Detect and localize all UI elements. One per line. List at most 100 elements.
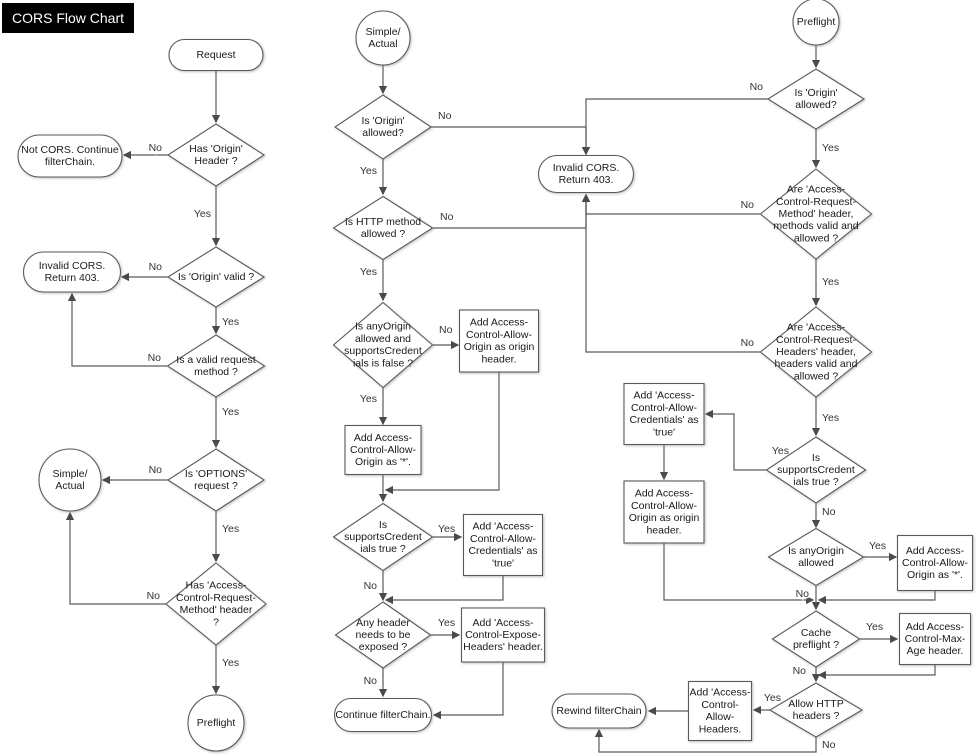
is-anyorigin-and-supportscred-false-decision-shape	[332, 301, 434, 389]
edge-acrm-header-no	[65, 511, 166, 605]
node-label-add-acac-true-right: Add 'Access-Control-Allow-Credentials' a…	[629, 390, 698, 439]
node-label-add-acao-star-mid: Add Access-Control-Allow-Origin as '*'.	[350, 432, 416, 468]
node-label-is-origin-allowed-mid: Is 'Origin'allowed?	[361, 115, 404, 139]
node-invalid-cors-return-403-mid: Invalid CORS.Return 403.	[537, 154, 635, 194]
node-acrm-valid-allowed: Are 'Access-Control-Request-Method' head…	[759, 168, 873, 260]
node-add-acac-true-right: Add 'Access-Control-Allow-Credentials' a…	[623, 382, 705, 446]
edge-supportscred-right-yes	[704, 409, 766, 471]
is-anyorigin-allowed-decision-shape	[767, 527, 865, 587]
node-label-add-expose-headers: Add 'Access-Control-Expose-Headers' head…	[463, 617, 543, 653]
preflight-right-circle-shape	[792, 0, 840, 46]
node-label-has-origin-header: Has 'Origin'Header ?	[189, 143, 243, 167]
edge-label-anyorigin-false-no: No	[439, 324, 453, 336]
edge-label-allow-headers-yes: Yes	[764, 692, 781, 704]
node-is-origin-allowed-right: Is 'Origin'allowed?	[766, 68, 866, 130]
node-is-options-request: Is 'OPTIONS'request ?	[166, 448, 266, 512]
node-label-add-acac-true-mid: Add 'Access-Control-Allow-Credentials' a…	[468, 521, 537, 570]
edge-label-anyorigin-false-yes: Yes	[360, 393, 377, 405]
edge-label-valid-method-yes: Yes	[222, 406, 239, 418]
node-label-simple-actual-left: Simple/Actual	[52, 468, 87, 492]
edge-right-origin-no	[581, 98, 768, 156]
add-acao-origin-right-box-shape	[623, 480, 705, 544]
edge-label-expose-yes: Yes	[438, 617, 455, 629]
add-acac-true-mid-box-shape	[462, 513, 544, 577]
continue-filterchain-terminator-shape	[333, 697, 433, 733]
node-add-acao-origin-right: Add Access-Control-Allow-Origin as origi…	[623, 480, 705, 544]
node-label-add-acao-star-right: Add Access-Control-Allow-Origin as '*'.	[902, 545, 968, 581]
edge-acrh-valid-no	[581, 193, 760, 353]
edge-allow-headers-no	[594, 728, 817, 753]
edge-acao-origin-merge-mid	[384, 372, 500, 495]
node-invalid-cors-return-403-left: Invalid CORS.Return 403.	[22, 251, 122, 293]
node-is-origin-valid: Is 'Origin' valid ?	[166, 246, 266, 308]
edge-label-http-method-no: No	[440, 211, 454, 223]
allow-http-headers-decision-shape	[768, 682, 864, 738]
invalid-cors-return-403-left-terminator-shape	[22, 251, 122, 293]
edge-label-anyorigin-no: No	[796, 588, 810, 600]
node-label-is-origin-allowed-right: Is 'Origin'allowed?	[794, 87, 837, 111]
chart-title: CORS Flow Chart	[2, 3, 135, 33]
add-expose-headers-box-shape	[460, 607, 546, 663]
node-label-invalid-cors-return-403-left: Invalid CORS.Return 403.	[39, 260, 106, 284]
edge-label-valid-method-no: No	[148, 352, 162, 364]
add-acao-star-mid-box-shape	[344, 424, 422, 476]
node-label-request: Request	[196, 49, 235, 61]
node-add-acao-origin-mid: Add Access-Control-Allow-Origin as origi…	[458, 309, 540, 373]
edge-label-right-origin-yes: Yes	[822, 142, 839, 154]
node-add-acac-true-mid: Add 'Access-Control-Allow-Credentials' a…	[462, 513, 544, 577]
edge-mid-origin-no	[431, 126, 591, 156]
is-http-method-allowed-decision-shape	[332, 195, 434, 261]
edge-label-supportscred-right-yes: Yes	[772, 445, 789, 457]
simple-actual-mid-circle-shape	[355, 10, 411, 66]
node-label-is-options-request: Is 'OPTIONS'request ?	[185, 468, 247, 492]
edge-label-cache-yes: Yes	[866, 621, 883, 633]
edge-label-allow-headers-no: No	[822, 739, 836, 751]
acrm-valid-allowed-decision-shape	[759, 168, 873, 260]
node-label-rewind-filterchain: Rewind filterChain	[556, 705, 641, 717]
is-supportscred-true-mid-decision-shape	[332, 502, 434, 572]
has-acrm-header-decision-shape	[165, 562, 267, 646]
node-has-origin-header: Has 'Origin'Header ?	[166, 123, 266, 187]
is-origin-valid-decision-shape	[166, 246, 266, 308]
simple-actual-left-circle-shape	[38, 448, 102, 512]
edge-label-options-no: No	[149, 464, 163, 476]
node-preflight-left: Preflight	[187, 694, 245, 752]
edge-max-age-merge	[817, 665, 936, 680]
edge-label-right-origin-no: No	[750, 81, 764, 93]
node-label-add-acao-origin-mid: Add Access-Control-Allow-Origin as origi…	[464, 317, 535, 366]
edge-acao-star-merge-right	[817, 591, 936, 605]
node-label-preflight-right: Preflight	[797, 16, 836, 28]
add-acao-origin-mid-box-shape	[458, 309, 540, 373]
node-is-origin-allowed-mid: Is 'Origin'allowed?	[334, 94, 432, 160]
edge-label-options-yes: Yes	[222, 523, 239, 535]
chart-title-text: CORS Flow Chart	[12, 10, 125, 26]
node-rewind-filterchain: Rewind filterChain	[551, 693, 647, 729]
edge-label-mid-origin-no: No	[438, 110, 452, 122]
preflight-left-circle-shape	[187, 694, 245, 752]
edge-label-origin-valid-yes: Yes	[222, 316, 239, 328]
edge-label-acrm-header-yes: Yes	[222, 657, 239, 669]
node-label-invalid-cors-return-403-mid: Invalid CORS.Return 403.	[553, 162, 620, 186]
node-acrh-valid-allowed: Are 'Access-Control-Request-Headers' hea…	[759, 306, 873, 398]
node-label-add-acao-origin-right: Add Access-Control-Allow-Origin as origi…	[629, 488, 700, 537]
acrh-valid-allowed-decision-shape	[759, 306, 873, 398]
node-label-add-allow-headers: Add 'Access-Control-Allow-Headers.	[690, 687, 751, 736]
edge-label-has-origin-no: No	[149, 142, 163, 154]
edge-label-anyorigin-yes: Yes	[869, 540, 886, 552]
edge-label-origin-valid-no: No	[149, 261, 163, 273]
edge-label-acrh-valid-yes: Yes	[822, 412, 839, 424]
request-terminator-shape	[168, 38, 264, 72]
invalid-cors-return-403-mid-terminator-shape	[537, 154, 635, 194]
add-acao-star-right-box-shape	[896, 534, 974, 592]
